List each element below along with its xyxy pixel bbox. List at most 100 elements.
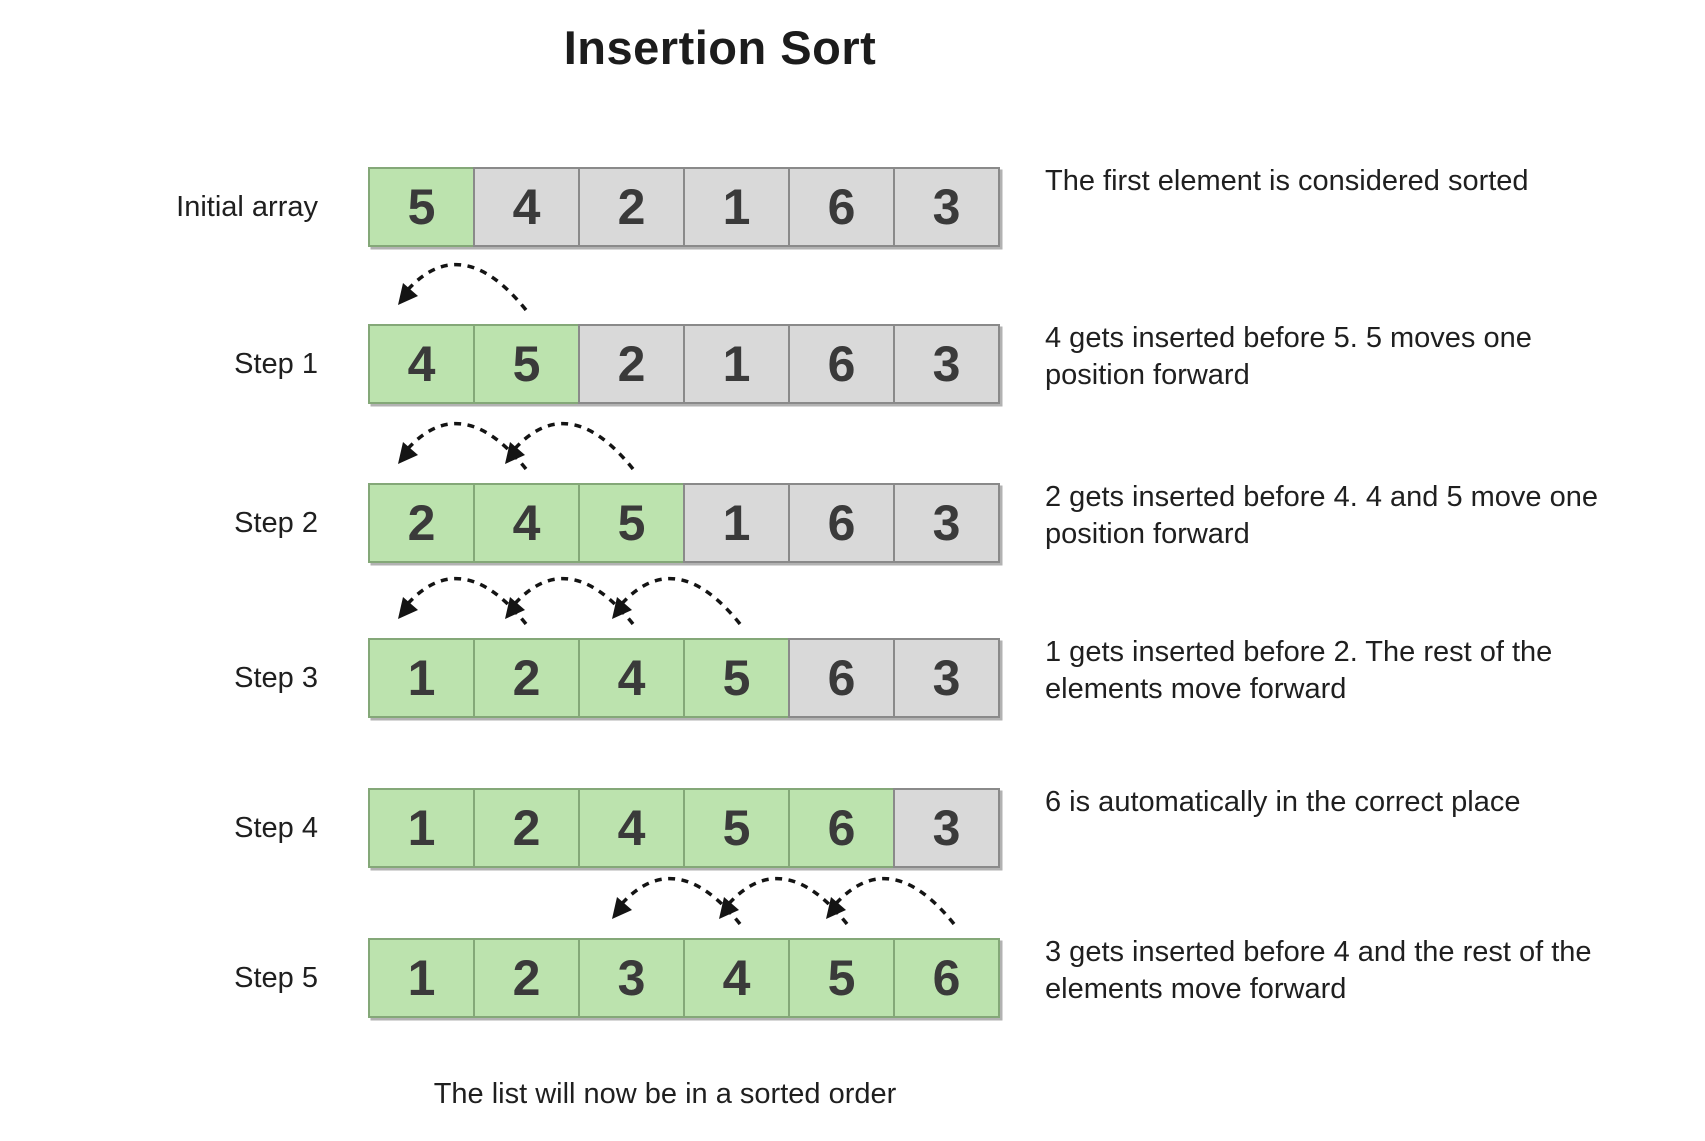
array-row: 1 2 3 4 5 6 (368, 938, 1000, 1018)
row-label: Step 2 (234, 506, 318, 539)
cell-value: 3 (932, 650, 961, 706)
array-cell: 3 (893, 483, 1000, 563)
cell-value: 1 (722, 179, 751, 235)
cell-value: 4 (617, 650, 646, 706)
array-cell: 5 (473, 324, 580, 404)
cell-value: 4 (512, 179, 541, 235)
cell-value: 6 (827, 800, 856, 856)
cell-value: 3 (932, 800, 961, 856)
cell-value: 6 (827, 336, 856, 392)
cell-value: 1 (722, 495, 751, 551)
array-row: 5 4 2 1 6 3 (368, 167, 1000, 247)
row-label: Step 5 (234, 961, 318, 994)
row-label: Step 3 (234, 661, 318, 694)
array-cell: 4 (473, 483, 580, 563)
cell-value: 6 (827, 495, 856, 551)
array-cell: 6 (788, 167, 895, 247)
array-cell: 5 (788, 938, 895, 1018)
cell-value: 5 (827, 950, 856, 1006)
cell-value: 1 (722, 336, 751, 392)
array-cell: 1 (368, 938, 475, 1018)
cell-value: 1 (407, 950, 436, 1006)
array-cell: 5 (683, 788, 790, 868)
cell-value: 3 (932, 495, 961, 551)
row-label: Step 1 (234, 347, 318, 380)
array-cell: 3 (893, 324, 1000, 404)
row-label: Initial array (176, 190, 318, 223)
array-cell: 3 (578, 938, 685, 1018)
cell-value: 1 (407, 650, 436, 706)
cell-value: 4 (512, 495, 541, 551)
curved-move-arrow-icon (390, 411, 530, 477)
array-cell: 6 (788, 324, 895, 404)
array-cell: 1 (683, 167, 790, 247)
cell-value: 5 (617, 495, 646, 551)
cell-value: 5 (407, 179, 436, 235)
array-cell: 2 (578, 324, 685, 404)
curved-move-arrow-icon (711, 866, 851, 932)
cell-value: 4 (722, 950, 751, 1006)
array-cell: 2 (473, 938, 580, 1018)
array-cell: 1 (368, 638, 475, 718)
cell-value: 4 (407, 336, 436, 392)
array-cell: 4 (368, 324, 475, 404)
array-cell: 3 (893, 788, 1000, 868)
step-description: 1 gets inserted before 2. The rest of th… (1045, 636, 1553, 705)
step-description: 2 gets inserted before 4. 4 and 5 move o… (1045, 481, 1598, 550)
array-cell: 1 (683, 324, 790, 404)
cell-value: 5 (722, 650, 751, 706)
cell-value: 6 (932, 950, 961, 1006)
array-cell: 5 (578, 483, 685, 563)
curved-move-arrow-icon (604, 866, 744, 932)
array-cell: 4 (578, 788, 685, 868)
array-row: 4 5 2 1 6 3 (368, 324, 1000, 404)
cell-value: 3 (617, 950, 646, 1006)
array-cell: 4 (473, 167, 580, 247)
cell-value: 2 (512, 950, 541, 1006)
array-cell: 2 (368, 483, 475, 563)
cell-value: 6 (827, 179, 856, 235)
cell-value: 1 (407, 800, 436, 856)
array-cell: 1 (683, 483, 790, 563)
step-description: 4 gets inserted before 5. 5 moves one po… (1045, 322, 1532, 391)
curved-move-arrow-icon (497, 566, 637, 632)
cell-value: 5 (512, 336, 541, 392)
cell-value: 2 (512, 650, 541, 706)
array-row: 1 2 4 5 6 3 (368, 638, 1000, 718)
array-cell: 4 (683, 938, 790, 1018)
array-cell: 2 (473, 788, 580, 868)
row-label: Step 4 (234, 811, 318, 844)
array-cell: 4 (578, 638, 685, 718)
cell-value: 3 (932, 179, 961, 235)
array-cell: 6 (893, 938, 1000, 1018)
array-cell: 2 (578, 167, 685, 247)
cell-value: 6 (827, 650, 856, 706)
array-cell: 3 (893, 167, 1000, 247)
footer-note: The list will now be in a sorted order (433, 1078, 897, 1110)
curved-move-arrow-icon (390, 566, 530, 632)
array-cell: 6 (788, 638, 895, 718)
array-cell: 6 (788, 483, 895, 563)
cell-value: 2 (512, 800, 541, 856)
curved-move-arrow-icon (497, 411, 637, 477)
step-description: 3 gets inserted before 4 and the rest of… (1045, 936, 1592, 1005)
cell-value: 5 (722, 800, 751, 856)
cell-value: 3 (932, 336, 961, 392)
step-description: The first element is considered sorted (1045, 165, 1529, 197)
cell-value: 2 (617, 179, 646, 235)
curved-move-arrow-icon (390, 252, 530, 318)
diagram-title: Insertion Sort (563, 21, 877, 74)
step-description: 6 is automatically in the correct place (1045, 786, 1521, 818)
array-cell: 1 (368, 788, 475, 868)
array-cell: 5 (368, 167, 475, 247)
array-cell: 3 (893, 638, 1000, 718)
array-cell: 5 (683, 638, 790, 718)
cell-value: 2 (617, 336, 646, 392)
cell-value: 4 (617, 800, 646, 856)
array-row: 1 2 4 5 6 3 (368, 788, 1000, 868)
array-cell: 2 (473, 638, 580, 718)
curved-move-arrow-icon (604, 566, 744, 632)
array-cell: 6 (788, 788, 895, 868)
